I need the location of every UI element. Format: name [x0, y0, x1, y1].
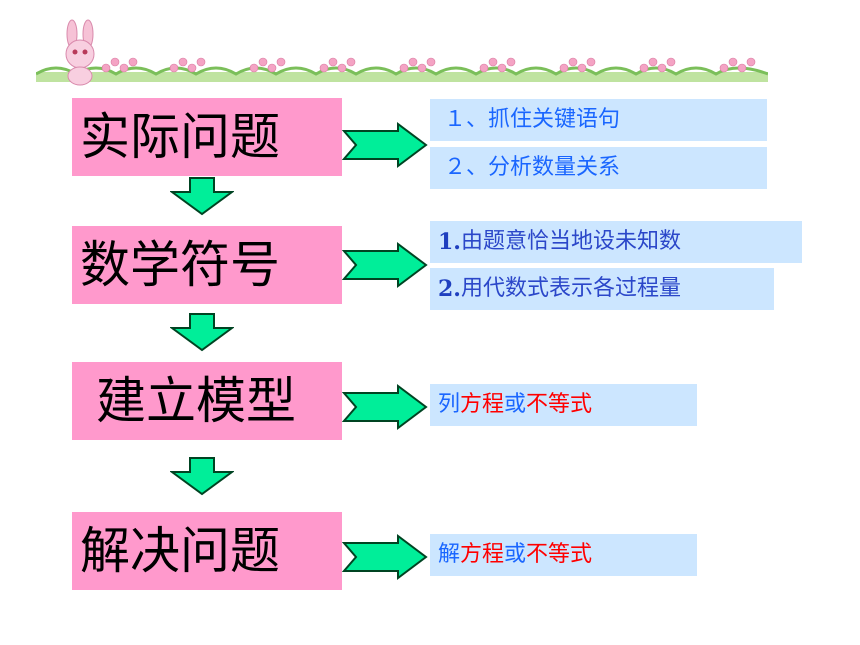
- note-text: 由题意恰当地设未知数: [460, 229, 681, 254]
- note-word-inequality: 不等式: [526, 542, 593, 567]
- step-label: 建立模型: [96, 372, 296, 430]
- grass-strip: [36, 66, 768, 82]
- flower-icon: [187, 63, 197, 73]
- flower-icons: [101, 57, 756, 73]
- step-label: 数学符号: [80, 236, 280, 294]
- flower-icon: [328, 57, 338, 67]
- flower-icon: [267, 63, 277, 73]
- right-arrow-icon: [342, 242, 428, 288]
- flower-icon: [586, 57, 596, 67]
- flower-icon: [249, 63, 259, 73]
- step-label: 解决问题: [80, 522, 280, 580]
- flower-icon: [639, 63, 649, 73]
- note-step2-line2: 2. 用代数式表示各过程量: [430, 268, 774, 310]
- flower-icon: [559, 63, 569, 73]
- bunny-icon: [65, 19, 95, 86]
- flower-icon: [417, 63, 427, 73]
- flower-icon: [577, 63, 587, 73]
- flower-icon: [666, 57, 676, 67]
- note-step1-line2: ２、分析数量关系: [430, 147, 767, 189]
- note-word-or: 或: [504, 542, 527, 567]
- flower-icon: [657, 63, 667, 73]
- note-text: ２、分析数量关系: [444, 155, 621, 180]
- flower-icon: [728, 57, 738, 67]
- flower-icon: [119, 63, 129, 73]
- flower-icon: [746, 57, 756, 67]
- note-text: １、抓住关键语句: [444, 107, 621, 132]
- flower-icon: [399, 63, 409, 73]
- list-number: 2.: [438, 276, 461, 302]
- right-arrow-icon: [342, 122, 428, 168]
- step-build-model: 建立模型: [72, 362, 342, 440]
- flower-icon: [568, 57, 578, 67]
- flower-icon: [497, 63, 507, 73]
- flower-icon: [110, 57, 120, 67]
- flower-icon: [346, 57, 356, 67]
- step-real-problem: 实际问题: [72, 98, 342, 176]
- down-arrow-icon: [170, 313, 234, 352]
- note-step4: 解方程或不等式: [430, 534, 697, 576]
- flower-icon: [506, 57, 516, 67]
- note-word-equation: 方程: [460, 392, 505, 417]
- flower-icon: [169, 63, 179, 73]
- down-arrow-icon: [170, 177, 234, 216]
- note-step1-line1: １、抓住关键语句: [430, 99, 767, 141]
- note-word-solve: 解: [438, 542, 461, 567]
- flower-icon: [479, 63, 489, 73]
- note-word-list: 列: [438, 392, 461, 417]
- down-arrow-icon: [170, 457, 234, 496]
- flower-icon: [408, 57, 418, 67]
- right-arrow-icon: [342, 384, 428, 430]
- note-step2-line1: 1. 由题意恰当地设未知数: [430, 221, 802, 263]
- flower-icon: [178, 57, 188, 67]
- step-solve-problem: 解决问题: [72, 512, 342, 590]
- flower-icon: [319, 63, 329, 73]
- list-number: 1.: [438, 229, 461, 255]
- flower-icon: [719, 63, 729, 73]
- flower-icon: [737, 63, 747, 73]
- flower-icon: [276, 57, 286, 67]
- flower-icon: [488, 57, 498, 67]
- flower-banner: [36, 19, 768, 86]
- flower-icon: [337, 63, 347, 73]
- flower-icon: [196, 57, 206, 67]
- note-word-equation: 方程: [460, 542, 505, 567]
- flower-icon: [101, 63, 111, 73]
- note-text: 用代数式表示各过程量: [460, 276, 681, 301]
- step-math-symbols: 数学符号: [72, 226, 342, 304]
- flower-icon: [258, 57, 268, 67]
- flower-icon: [128, 57, 138, 67]
- flower-icon: [426, 57, 436, 67]
- note-step3: 列方程或不等式: [430, 384, 697, 426]
- flower-icon: [648, 57, 658, 67]
- note-word-or: 或: [504, 392, 527, 417]
- right-arrow-icon: [342, 534, 428, 580]
- note-word-inequality: 不等式: [526, 392, 593, 417]
- step-label: 实际问题: [80, 108, 280, 166]
